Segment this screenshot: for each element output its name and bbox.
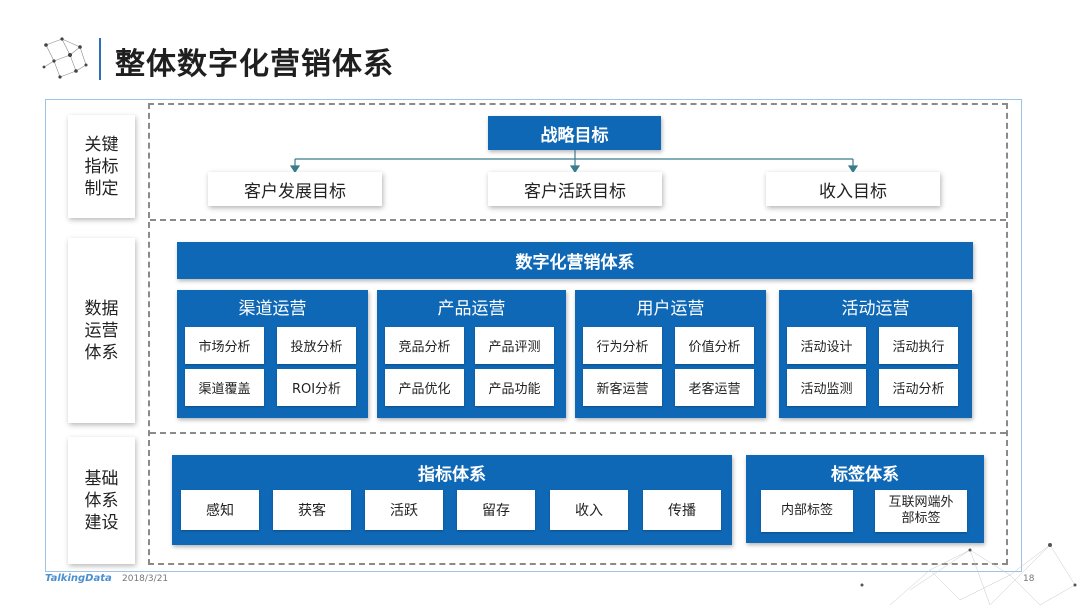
metrics-panel: 指标体系 xyxy=(172,455,732,545)
module-item: 产品优化 xyxy=(385,369,464,406)
strategy-goal-box: 战略目标 xyxy=(488,116,661,150)
network-decoration-icon xyxy=(860,543,1077,606)
goal-customer-activity: 客户活跃目标 xyxy=(488,172,662,206)
page-title: 整体数字化营销体系 xyxy=(115,47,394,82)
module-title: 产品运营 xyxy=(437,299,506,319)
module-title: 渠道运营 xyxy=(238,299,307,319)
goal-customer-growth: 客户发展目标 xyxy=(208,172,382,206)
section-label-ops: 数据运营体系 xyxy=(68,238,135,423)
metric-item: 留存 xyxy=(457,490,535,530)
module-item: 行为分析 xyxy=(583,327,662,364)
module-channel-ops: 渠道运营 市场分析 投放分析 渠道覆盖 ROI分析 xyxy=(177,290,368,418)
module-item: 投放分析 xyxy=(277,327,356,364)
module-item: 渠道覆盖 xyxy=(185,369,264,406)
module-item: 产品评测 xyxy=(475,327,554,364)
module-item: 活动监测 xyxy=(787,369,866,406)
module-title: 活动运营 xyxy=(841,299,910,319)
metric-item: 收入 xyxy=(550,490,628,530)
section-divider-top xyxy=(150,219,1006,221)
section-label-kpi: 关键指标制定 xyxy=(68,115,135,218)
title-divider xyxy=(99,38,101,80)
module-item: ROI分析 xyxy=(277,369,356,406)
module-event-ops: 活动运营 活动设计 活动执行 活动监测 活动分析 xyxy=(779,290,972,418)
module-item: 产品功能 xyxy=(475,369,554,406)
metric-item: 获客 xyxy=(273,490,351,530)
section-divider-bottom xyxy=(150,432,1006,434)
goal-revenue: 收入目标 xyxy=(766,172,940,206)
dashed-content-area xyxy=(148,103,1008,565)
tag-internal: 内部标签 xyxy=(761,490,853,532)
module-item: 活动设计 xyxy=(787,327,866,364)
footer-date: 2018/3/21 xyxy=(122,574,169,584)
module-title: 用户运营 xyxy=(636,299,705,319)
tags-title: 标签体系 xyxy=(831,465,899,485)
section-label-foundation: 基础体系建设 xyxy=(68,437,135,564)
metric-item: 传播 xyxy=(643,490,721,530)
module-item: 新客运营 xyxy=(583,369,662,406)
module-item: 价值分析 xyxy=(675,327,754,364)
module-item: 老客运营 xyxy=(675,369,754,406)
metric-item: 感知 xyxy=(181,490,259,530)
network-logo-icon xyxy=(42,37,88,79)
metric-item: 活跃 xyxy=(365,490,443,530)
module-item: 市场分析 xyxy=(185,327,264,364)
page-number: 18 xyxy=(1023,574,1035,584)
module-item: 活动分析 xyxy=(879,369,958,406)
tag-external: 互联网端外部标签 xyxy=(875,490,967,532)
module-product-ops: 产品运营 竞品分析 产品评测 产品优化 产品功能 xyxy=(377,290,566,418)
module-user-ops: 用户运营 行为分析 价值分析 新客运营 老客运营 xyxy=(575,290,766,418)
brand-logo: TalkingData xyxy=(45,573,112,584)
outer-frame xyxy=(45,99,1022,572)
module-item: 竞品分析 xyxy=(385,327,464,364)
marketing-system-banner: 数字化营销体系 xyxy=(177,242,973,279)
module-item: 活动执行 xyxy=(879,327,958,364)
metrics-title: 指标体系 xyxy=(418,465,486,485)
